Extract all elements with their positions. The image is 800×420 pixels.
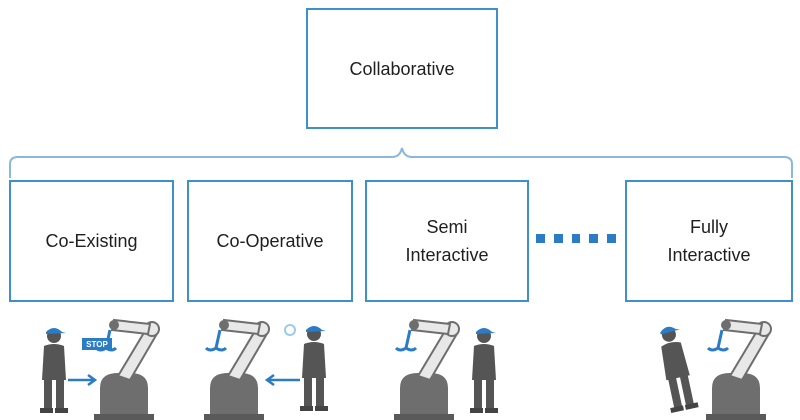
stop-sign-text: STOP bbox=[86, 340, 108, 349]
co-operative-illustration bbox=[202, 318, 328, 420]
robot-arm-icon bbox=[392, 318, 461, 420]
robot-arm-icon bbox=[92, 318, 161, 420]
level-box-co-existing: Co-Existing bbox=[9, 180, 174, 302]
worker-icon bbox=[300, 326, 328, 411]
fully-interactive-illustration bbox=[653, 318, 773, 420]
arrow-right-icon bbox=[68, 373, 98, 387]
collaborative-label: Collaborative bbox=[349, 58, 455, 79]
level-label: Fully Interactive bbox=[667, 217, 751, 265]
level-label: Semi Interactive bbox=[405, 217, 489, 265]
level-label: Co-Existing bbox=[45, 231, 138, 251]
part-icon bbox=[284, 324, 296, 336]
level-box-semi-interactive: Semi Interactive bbox=[365, 180, 529, 302]
arrow-left-icon bbox=[264, 373, 300, 387]
level-label: Co-Operative bbox=[216, 231, 324, 251]
worker-icon bbox=[653, 324, 699, 413]
worker-icon bbox=[40, 328, 68, 413]
semi-interactive-illustration bbox=[392, 318, 498, 420]
robot-arm-icon bbox=[202, 318, 271, 420]
level-box-co-operative: Co-Operative bbox=[187, 180, 353, 302]
collaborative-box: Collaborative bbox=[306, 8, 498, 129]
level-box-fully-interactive: Fully Interactive bbox=[625, 180, 793, 302]
co-existing-illustration: STOP bbox=[40, 318, 161, 420]
worker-icon bbox=[470, 328, 498, 413]
ellipsis-dots bbox=[536, 234, 616, 246]
robot-arm-icon bbox=[704, 318, 773, 420]
stop-sign-icon bbox=[82, 338, 112, 350]
